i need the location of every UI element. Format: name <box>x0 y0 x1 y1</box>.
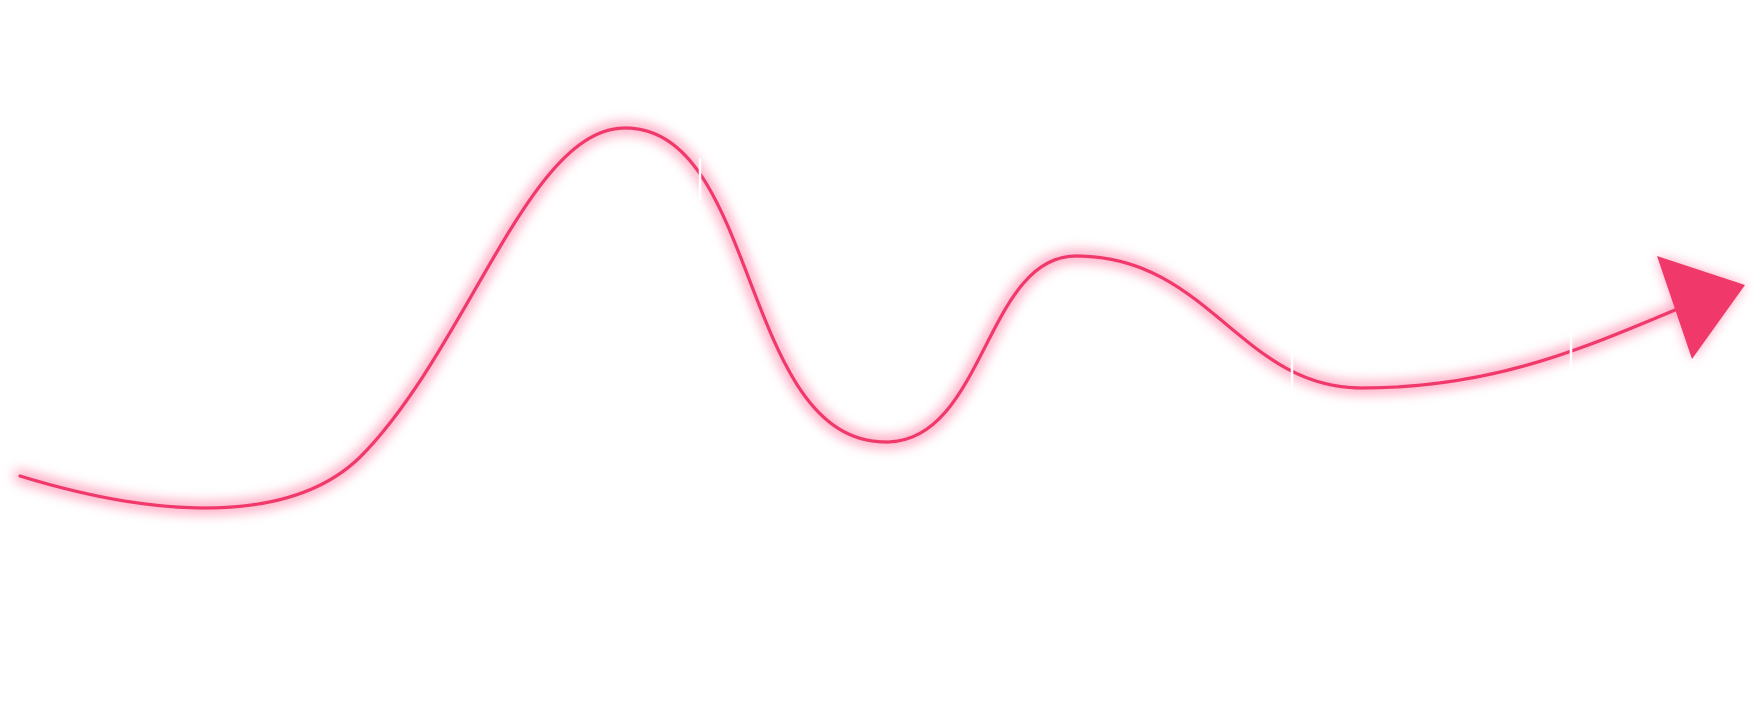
wavy-arrow <box>18 126 1745 510</box>
arrow-glow <box>14 121 1745 514</box>
arrow-glow-path <box>14 121 1681 514</box>
arrow-head-icon <box>1657 256 1745 359</box>
arrow-line <box>18 126 1677 510</box>
line-gaps <box>698 158 1573 392</box>
